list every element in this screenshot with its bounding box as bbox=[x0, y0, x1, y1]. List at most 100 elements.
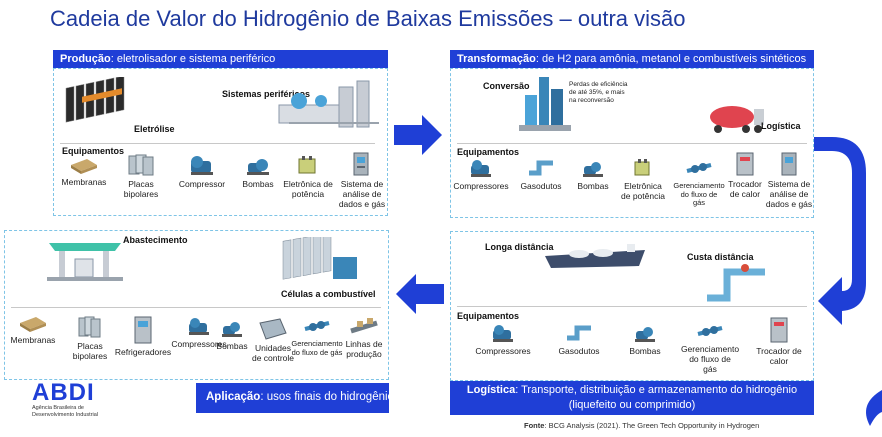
arrow-left-icon bbox=[396, 274, 444, 314]
aplicacao-label-6: Gerenciamento do fluxo de gás bbox=[291, 339, 343, 357]
membrane-icon bbox=[71, 159, 97, 174]
aplicacao-header-bold: Aplicação bbox=[206, 391, 261, 403]
logistica-item-gasodutos: Gasodutos bbox=[553, 322, 605, 357]
compressor-icon bbox=[493, 325, 513, 342]
logistica-label-4: Trocador de calor bbox=[756, 346, 802, 366]
transformacao-item-compressores: Compressores bbox=[453, 157, 509, 192]
transformacao-item-eletronica: Eletrônica de potência bbox=[617, 157, 669, 202]
compressor-icon bbox=[191, 156, 213, 175]
aplicacao-label-0: Membranas bbox=[10, 335, 56, 345]
aplicacao-label-1: Placas bipolares bbox=[72, 341, 108, 361]
producao-item-bombas: Bombas bbox=[236, 153, 280, 190]
logistica-header-bold: Logística bbox=[466, 384, 516, 396]
eletrolise-label: Eletrólise bbox=[134, 124, 175, 134]
producao-equip-label: Equipamentos bbox=[62, 146, 125, 156]
logistica-panel: Longa distância Custa distância Equipame… bbox=[450, 231, 814, 381]
producao-item-sistema: Sistema de análise de dados e gás bbox=[336, 151, 388, 209]
peripheral-systems-illustration bbox=[278, 80, 379, 128]
heat-exchanger-icon bbox=[770, 317, 788, 343]
production-line-icon bbox=[350, 318, 378, 334]
corner-swoosh-icon bbox=[866, 390, 882, 426]
producao-header-bold: Produção bbox=[60, 53, 111, 65]
logistica-label-3: Gerenciamento do fluxo de gás bbox=[680, 344, 740, 374]
data-analysis-system-icon bbox=[781, 152, 797, 176]
transformacao-header-rest: : de H2 para amônia, metanol e combustív… bbox=[535, 53, 807, 65]
short-distance-pipe-illustration bbox=[707, 264, 765, 302]
electrolyser-illustration bbox=[65, 77, 125, 123]
transformacao-label-3: Eletrônica de potência bbox=[621, 181, 665, 201]
transformacao-header-bold: Transformação bbox=[457, 53, 536, 65]
arrow-right-icon bbox=[394, 115, 442, 155]
control-unit-icon bbox=[259, 318, 287, 340]
aplicacao-label-5: Unidades de controle bbox=[251, 343, 295, 363]
producao-divider bbox=[60, 143, 375, 144]
aplicacao-label-7: Linhas de produção bbox=[345, 339, 383, 359]
source-rest: : BCG Analysis (2021). The Green Tech Op… bbox=[544, 421, 760, 430]
producao-label-1: Placas bipolares bbox=[123, 179, 159, 199]
power-electronics-icon bbox=[634, 159, 650, 176]
abdi-logo: ABDI Agência Brasileira de Desenvolvimen… bbox=[32, 381, 104, 425]
logistica-item-trocador: Trocador de calor bbox=[751, 316, 807, 367]
fuel-cells-illustration bbox=[282, 237, 357, 280]
aplicacao-header: Aplicação: usos finais do hidrogênio bbox=[196, 383, 389, 413]
gas-flow-management-icon bbox=[304, 321, 330, 331]
logistica-item-gerenciamento: Gerenciamento do fluxo de gás bbox=[677, 320, 743, 374]
producao-item-membranas: Membranas bbox=[58, 157, 110, 188]
producao-label-4: Eletrônica de potência bbox=[283, 179, 333, 199]
compressor-icon bbox=[471, 160, 491, 177]
producao-item-placas: Placas bipolares bbox=[116, 153, 166, 200]
producao-label-0: Membranas bbox=[61, 177, 107, 187]
pipeline-icon bbox=[567, 325, 591, 341]
transformacao-divider bbox=[457, 143, 807, 144]
ship-illustration bbox=[545, 244, 645, 268]
aplicacao-label-4: Bombas bbox=[216, 341, 248, 351]
longa-distancia-label: Longa distância bbox=[485, 242, 554, 252]
aplicacao-panel: Abastecimento Células a combustível Memb… bbox=[4, 230, 389, 380]
aplicacao-item-unidades: Unidades de controle bbox=[245, 317, 301, 364]
logistica-item-bombas: Bombas bbox=[623, 322, 667, 357]
abastecimento-label: Abastecimento bbox=[123, 235, 188, 245]
source-bold: Fonte bbox=[524, 421, 545, 430]
aplicacao-item-bombas: Bombas bbox=[211, 317, 253, 352]
logistica-label-2: Bombas bbox=[629, 346, 661, 356]
transformacao-item-gasodutos: Gasodutos bbox=[515, 157, 567, 192]
logistica-header-line2: (liquefeito ou comprimido) bbox=[568, 399, 696, 411]
logistica-label-0: Compressores bbox=[475, 346, 531, 356]
aplicacao-item-compressores: Compressores bbox=[169, 315, 229, 350]
transformacao-header: Transformação: de H2 para amônia, metano… bbox=[450, 50, 814, 68]
aplicacao-header-rest: : usos finais do hidrogênio bbox=[260, 391, 389, 403]
aplicacao-label-2: Refrigeradores bbox=[114, 347, 172, 357]
data-analysis-system-icon bbox=[353, 152, 369, 176]
transformacao-equip-label: Equipamentos bbox=[457, 147, 520, 157]
pipeline-icon bbox=[529, 160, 553, 176]
aplicacao-divider bbox=[11, 307, 381, 308]
aplicacao-item-membranas: Membranas bbox=[7, 315, 59, 346]
power-electronics-icon bbox=[298, 156, 316, 174]
bipolar-plates-icon bbox=[78, 316, 101, 338]
aplicacao-item-gerenciamento: Gerenciamento do fluxo de gás bbox=[287, 315, 347, 357]
logistica-item-compressores: Compressores bbox=[473, 322, 533, 357]
aplicacao-label-3: Compressores bbox=[171, 339, 227, 349]
transformacao-item-sistema: Sistema de análise de dados e gás bbox=[765, 151, 813, 209]
producao-label-2: Compressor bbox=[178, 179, 226, 189]
gas-flow-management-icon bbox=[697, 326, 723, 336]
compressor-icon bbox=[189, 318, 209, 335]
conversion-plant-illustration bbox=[519, 77, 571, 131]
aplicacao-item-placas: Placas bipolares bbox=[67, 315, 113, 362]
logistica-label: Logística bbox=[761, 121, 801, 131]
producao-item-eletronica: Eletrônica de potência bbox=[280, 153, 336, 200]
producao-label-3: Bombas bbox=[242, 179, 274, 189]
logistica-equip-label: Equipamentos bbox=[457, 311, 520, 321]
producao-header-rest: : eletrolisador e sistema periférico bbox=[110, 53, 276, 65]
pump-icon bbox=[247, 159, 269, 175]
celulas-combustivel-label: Células a combustível bbox=[281, 289, 376, 299]
producao-panel: Eletrólise Sistemas periféricos Equipame… bbox=[53, 68, 388, 216]
logistica-header-rest: : Transporte, distribuição e armazenamen… bbox=[515, 384, 798, 396]
transformacao-panel: Conversão Perdas de eficiência de até 35… bbox=[450, 68, 814, 218]
logistica-divider bbox=[457, 306, 807, 307]
producao-label-5: Sistema de análise de dados e gás bbox=[338, 179, 386, 209]
fuel-station-illustration bbox=[47, 243, 123, 281]
conversao-label: Conversão bbox=[483, 81, 530, 91]
aplicacao-item-refrigeradores: Refrigeradores bbox=[113, 315, 173, 358]
transformacao-item-gerenciamento: Gerenciamento do fluxo de gás bbox=[671, 157, 727, 208]
